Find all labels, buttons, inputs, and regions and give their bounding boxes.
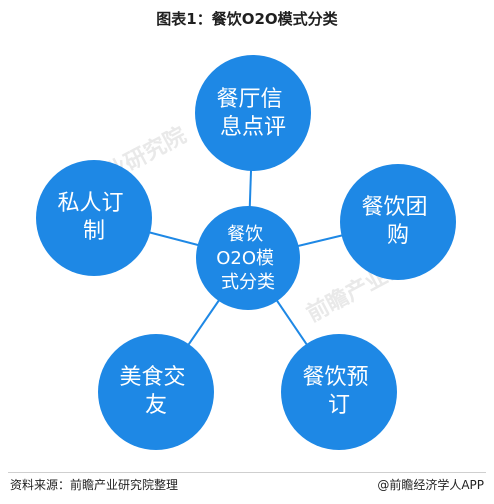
svg-text:餐饮 O2O模 式分类: 餐饮 O2O模 式分类 bbox=[216, 224, 280, 293]
svg-text:美食交 友: 美食交 友 bbox=[119, 365, 192, 418]
node-booking: 餐饮预 订 bbox=[281, 334, 397, 450]
node-review-line-1: 餐厅信 bbox=[216, 87, 282, 112]
node-private: 私人订 制 bbox=[36, 160, 152, 276]
node-center-line-2: O2O模 bbox=[216, 248, 274, 269]
node-group-buy-line-2: 购 bbox=[387, 223, 409, 248]
svg-text:私人订 制: 私人订 制 bbox=[57, 191, 130, 244]
node-booking-line-2: 订 bbox=[328, 393, 350, 418]
node-booking-circle bbox=[281, 334, 397, 450]
node-group-buy: 餐饮团 购 bbox=[340, 164, 456, 280]
node-center-line-1: 餐饮 bbox=[227, 224, 263, 245]
source-note: 资料来源：前瞻产业研究院整理 bbox=[10, 478, 179, 492]
footer: 资料来源：前瞻产业研究院整理 @前瞻经济学人APP bbox=[0, 472, 494, 494]
node-group-buy-circle bbox=[340, 164, 456, 280]
figure-title: 图表1：餐饮O2O模式分类 bbox=[156, 10, 338, 28]
node-social: 美食交 友 bbox=[98, 334, 214, 450]
node-social-line-1: 美食交 bbox=[119, 365, 185, 390]
node-center-line-3: 式分类 bbox=[221, 272, 275, 293]
node-private-line-2: 制 bbox=[83, 219, 105, 244]
node-social-line-2: 友 bbox=[145, 393, 167, 418]
node-review-circle bbox=[195, 55, 311, 171]
node-booking-line-1: 餐饮预 bbox=[302, 365, 368, 390]
node-social-circle bbox=[98, 334, 214, 450]
node-review-line-2: 息点评 bbox=[220, 115, 286, 140]
svg-text:餐饮团 购: 餐饮团 购 bbox=[361, 195, 434, 248]
footer-divider bbox=[8, 472, 486, 473]
node-review: 餐厅信 息点评 bbox=[195, 55, 311, 171]
svg-text:餐厅信 息点评: 餐厅信 息点评 bbox=[216, 87, 289, 140]
svg-text:餐饮预 订: 餐饮预 订 bbox=[302, 365, 375, 418]
brand-credit: @前瞻经济学人APP bbox=[377, 478, 484, 492]
node-private-circle bbox=[36, 160, 152, 276]
node-private-line-1: 私人订 bbox=[57, 191, 123, 216]
node-center: 餐饮 O2O模 式分类 bbox=[196, 206, 300, 310]
node-center-circle bbox=[196, 206, 300, 310]
node-group-buy-line-1: 餐饮团 bbox=[361, 195, 427, 220]
